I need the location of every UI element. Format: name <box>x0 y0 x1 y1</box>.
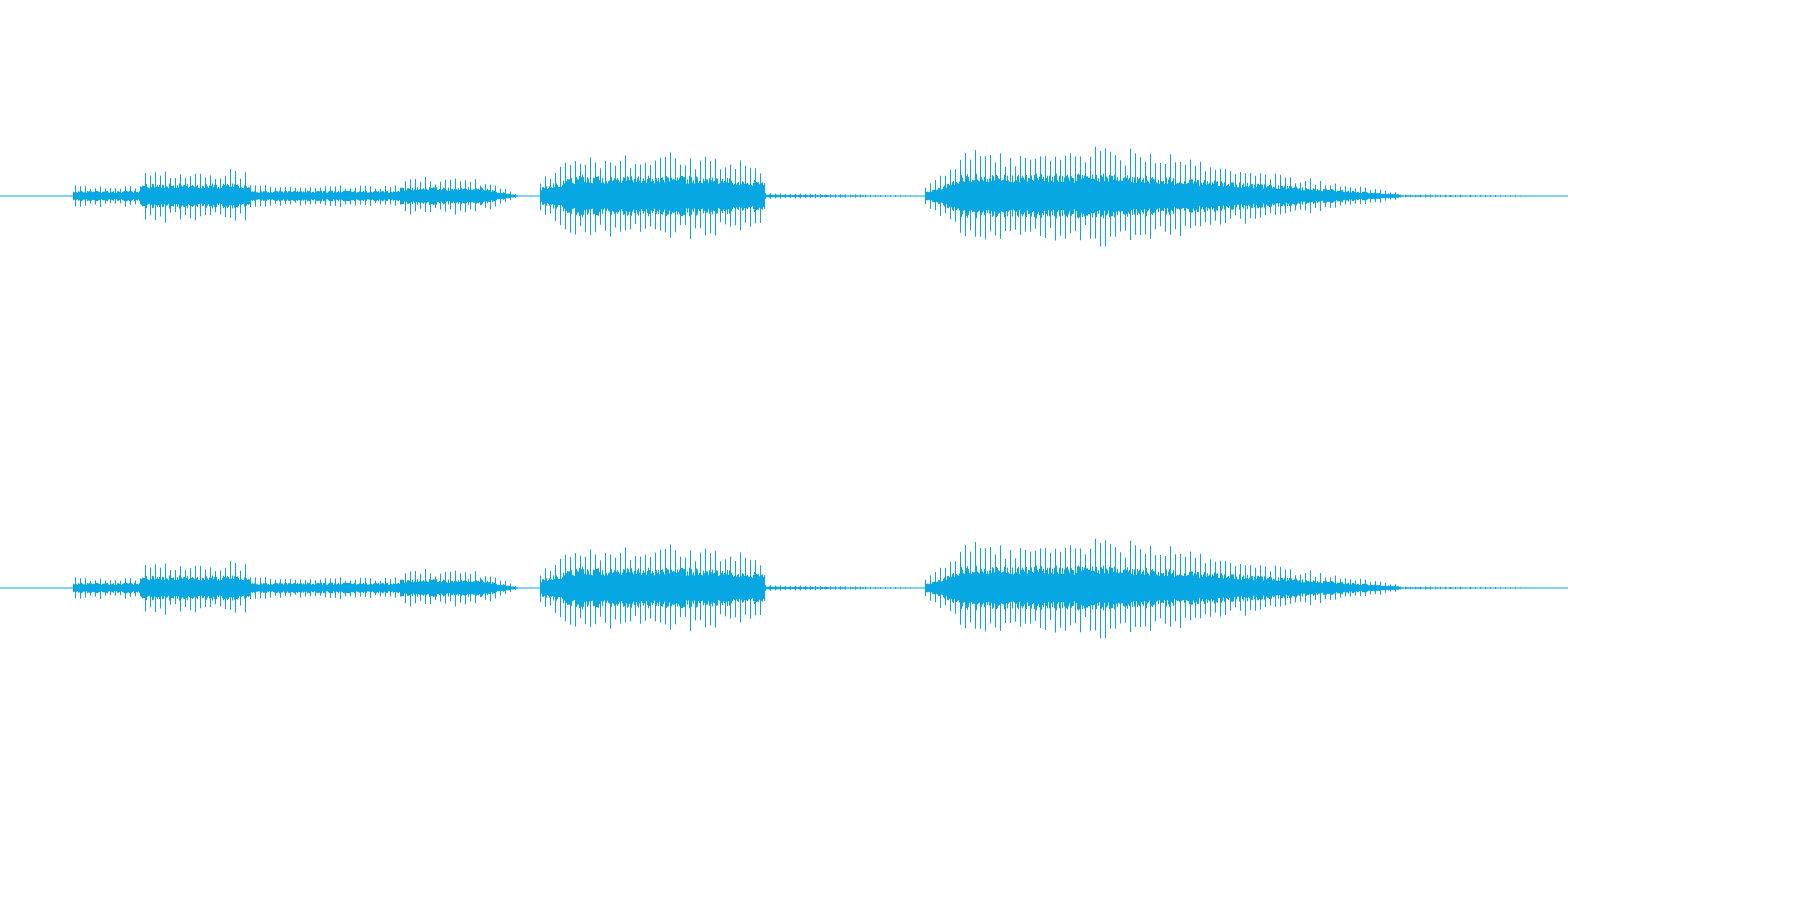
channel-left-waveform <box>0 146 1568 247</box>
waveform-samples <box>73 146 1561 247</box>
waveform-samples <box>73 538 1561 639</box>
channel-right-waveform <box>0 538 1568 639</box>
